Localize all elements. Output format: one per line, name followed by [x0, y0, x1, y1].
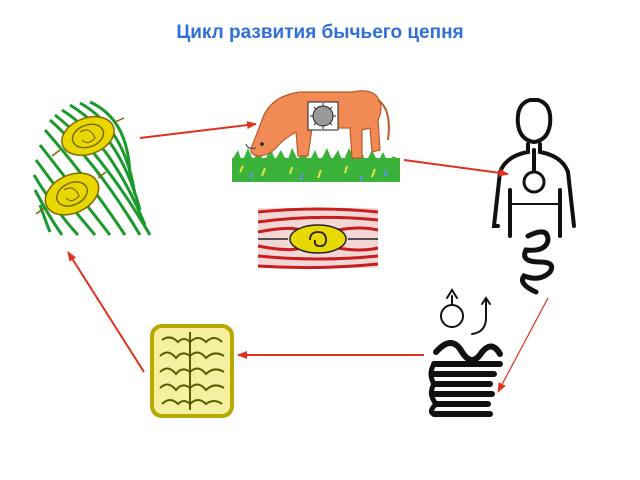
cow-icon — [232, 90, 400, 182]
grass — [232, 148, 400, 182]
cysticercus-marker-icon — [310, 103, 336, 129]
human-silhouette-icon — [491, 98, 576, 295]
arrow-cow-to-human — [403, 159, 509, 177]
intestinal-tapeworm — [520, 229, 555, 295]
page-title: Цикл развития бычьего цепня — [176, 22, 464, 43]
egg-lower — [35, 171, 107, 216]
arrow-human-to-tapeworm — [497, 297, 549, 393]
proglottid-icon — [150, 324, 234, 418]
arrow-proglottid-to-leaf — [67, 251, 145, 373]
leaf-with-eggs-icon — [32, 100, 152, 237]
finna-in-muscle-icon — [257, 207, 379, 270]
tapeworm-icon — [428, 288, 503, 417]
arrow-leaf-to-cow — [139, 121, 257, 139]
egg-upper — [51, 115, 125, 157]
